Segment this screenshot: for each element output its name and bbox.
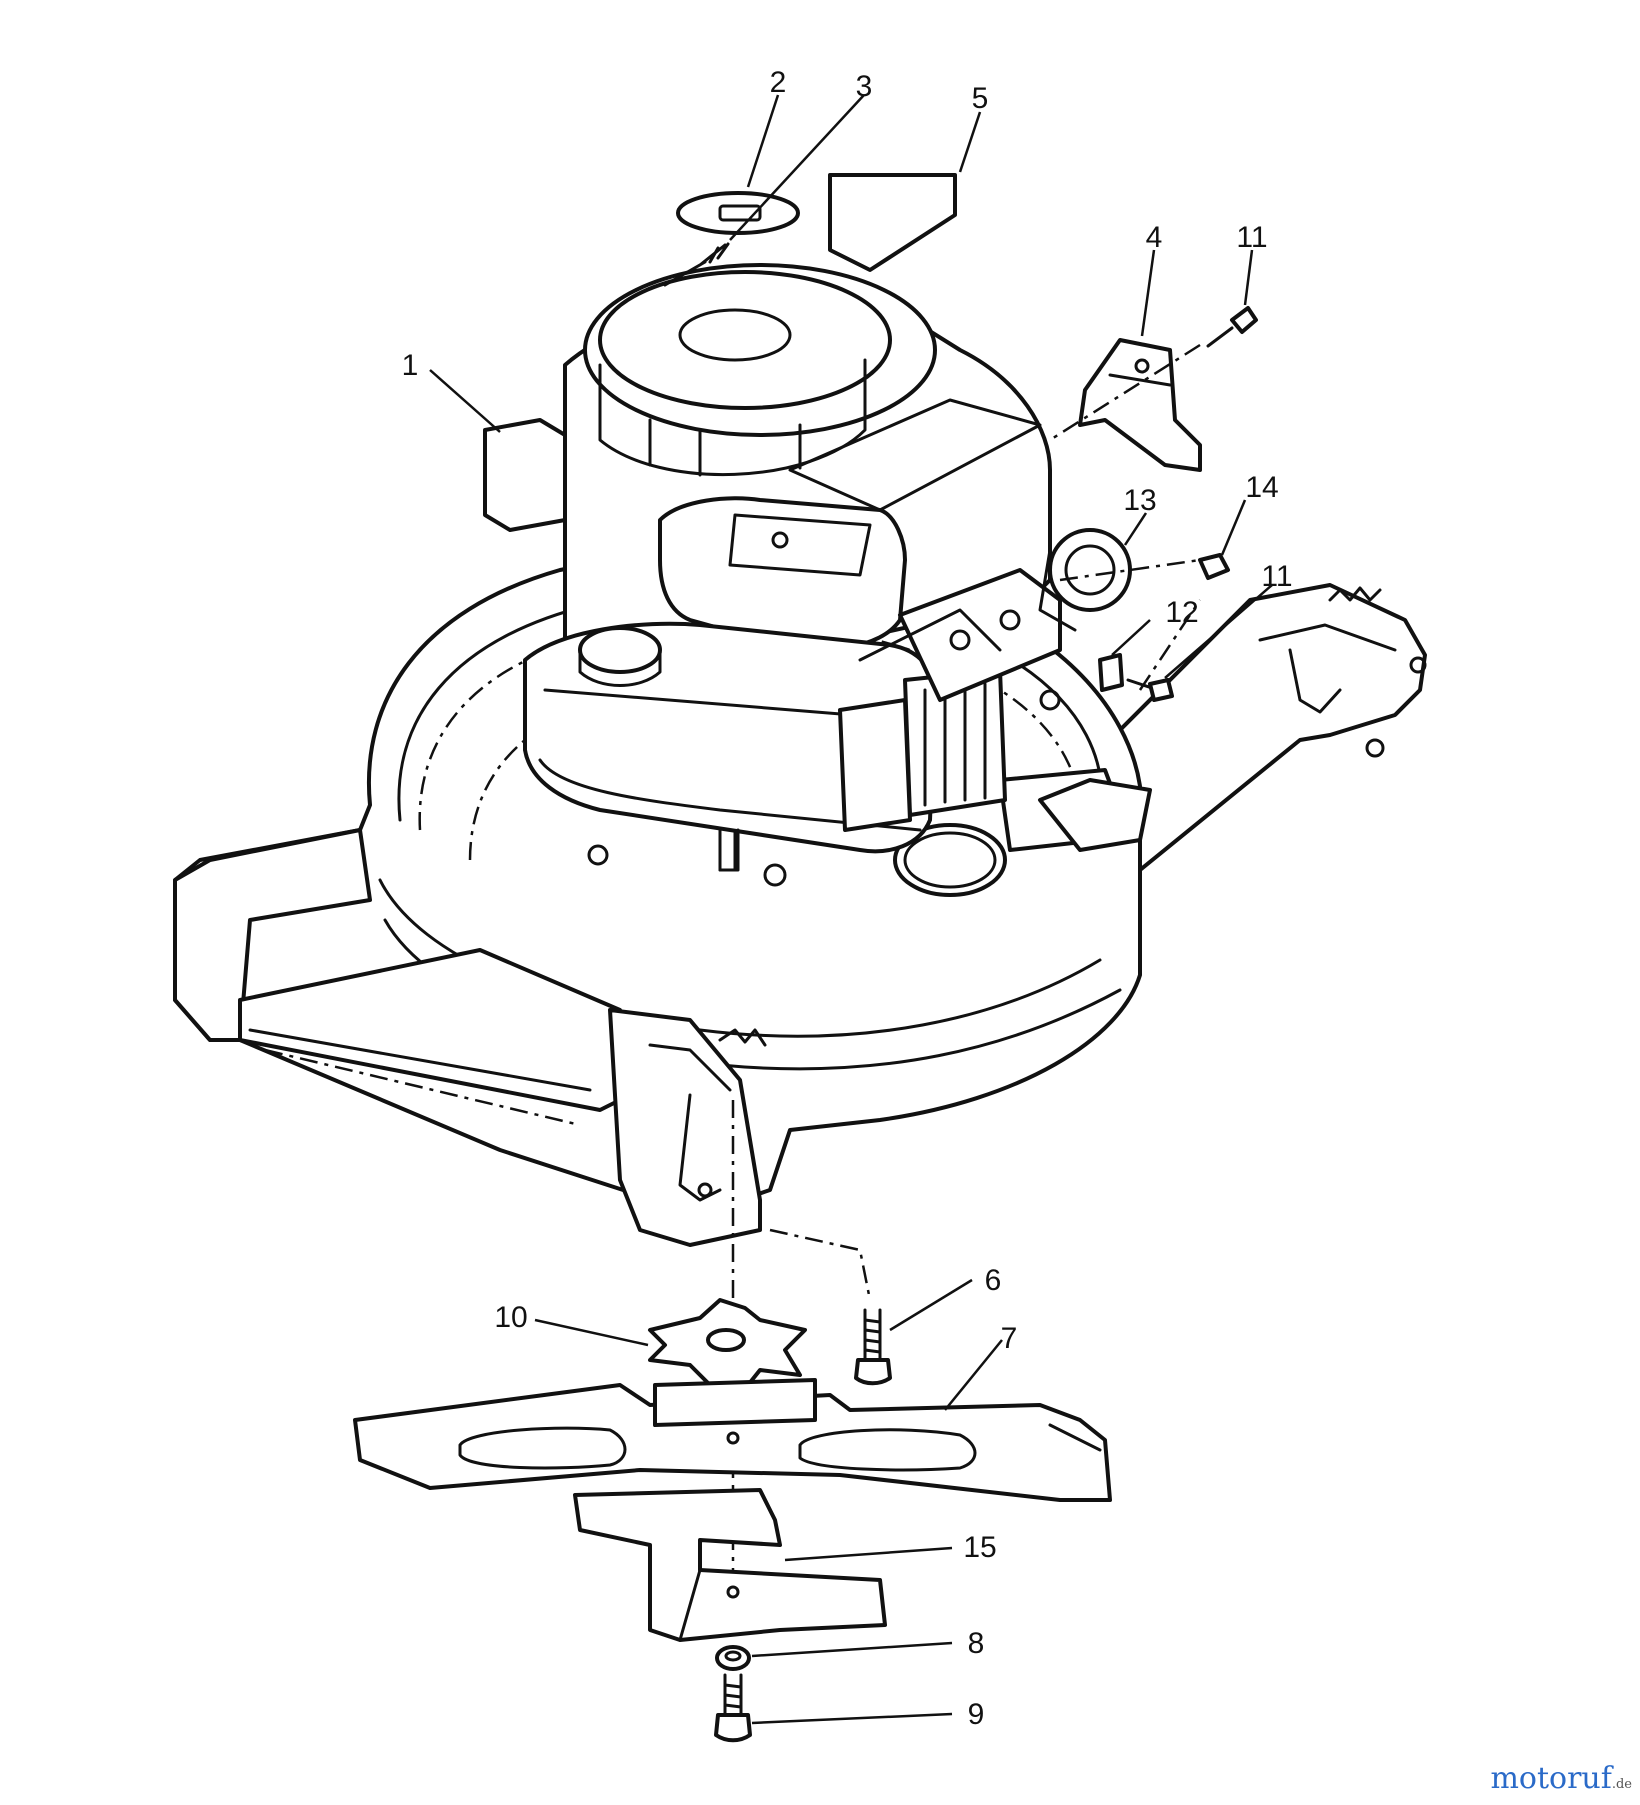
watermark-tld: .de [1611, 1777, 1632, 1792]
part-14-nut [1198, 553, 1230, 580]
leader-lines [429, 94, 1273, 1725]
part-3-spring [663, 242, 730, 287]
part-8-washer [715, 1645, 751, 1671]
part-9-bolt [714, 1673, 752, 1743]
callout-15: 15 [963, 1531, 996, 1564]
part-2-emblem [676, 191, 800, 235]
callout-14: 14 [1245, 471, 1278, 504]
part-11-bolt-lower [1126, 678, 1174, 702]
callout-11-upper: 11 [1236, 221, 1267, 254]
part-7-blade [353, 1378, 1112, 1502]
callout-12: 12 [1165, 596, 1198, 629]
callout-7: 7 [1001, 1322, 1018, 1355]
part-15-stiffener [573, 1488, 887, 1642]
callout-9: 9 [968, 1698, 985, 1731]
part-4-bracket [1078, 338, 1202, 472]
part-10-adapter [648, 1298, 807, 1397]
callout-numbers: 1 2 3 4 5 6 7 8 9 10 11 11 12 13 14 15 [402, 66, 1293, 1731]
callout-8: 8 [968, 1627, 985, 1660]
part-12-clip [1098, 653, 1124, 692]
watermark-brand: motoruf [1490, 1761, 1612, 1796]
watermark-logo: motoruf.de [1490, 1761, 1632, 1796]
callout-3: 3 [856, 70, 873, 103]
part-5-decal [828, 173, 957, 272]
engine [483, 263, 1132, 872]
callout-13: 13 [1123, 484, 1156, 517]
part-6-bolt [854, 1308, 892, 1386]
callout-11-lower: 11 [1261, 560, 1292, 593]
callout-4: 4 [1146, 221, 1163, 254]
callout-1: 1 [402, 349, 419, 382]
callout-5: 5 [972, 82, 989, 115]
callout-10: 10 [494, 1301, 527, 1334]
callout-6: 6 [985, 1264, 1002, 1297]
part-11-bolt-upper [1206, 306, 1258, 348]
callout-2: 2 [770, 66, 787, 99]
